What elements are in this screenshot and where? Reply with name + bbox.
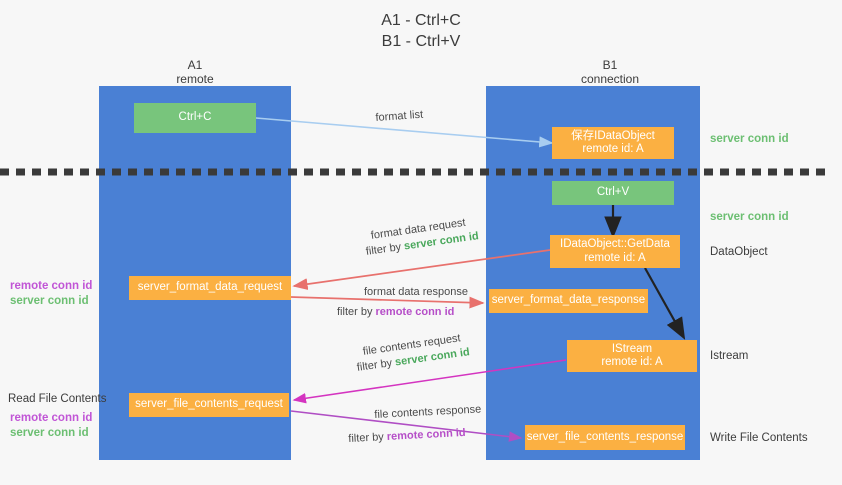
box-server-format-data-response[interactable]: server_format_data_response [489, 289, 648, 313]
filter-value-remote-conn-id: remote conn id [375, 306, 455, 318]
box-save-idataobject-line2: remote id: A [582, 143, 644, 155]
column-b1-sub: connection [580, 72, 640, 86]
label-format-data-response: format data response [364, 286, 468, 298]
box-ctrl-c[interactable]: Ctrl+C [134, 103, 256, 133]
box-server-file-contents-response-label: server_file_contents_response [526, 430, 684, 443]
box-istream[interactable]: IStream remote id: A [567, 340, 697, 372]
page-title: A1 - Ctrl+C B1 - Ctrl+V [0, 10, 842, 52]
label-format-list: format list [375, 108, 424, 124]
box-server-format-data-request[interactable]: server_format_data_request [129, 276, 291, 300]
right-label-dataobject: DataObject [710, 246, 768, 258]
box-save-idataobject[interactable]: 保存IDataObject remote id: A [552, 127, 674, 159]
box-ctrl-v[interactable]: Ctrl+V [552, 181, 674, 205]
filter-prefix: filter by [348, 430, 388, 445]
label-format-data-response-filter: filter by remote conn id [337, 305, 454, 319]
label-file-contents-response-filter: filter by remote conn id [348, 426, 466, 446]
box-getdata-line2: remote id: A [584, 251, 646, 264]
left-label-remote-conn-id-1: remote conn id [10, 280, 93, 292]
right-label-istream: Istream [710, 350, 749, 362]
filter-prefix: filter by [356, 356, 396, 374]
box-server-format-data-response-label: server_format_data_response [491, 294, 646, 307]
box-server-file-contents-request[interactable]: server_file_contents_request [129, 393, 289, 417]
box-istream-line1: IStream [611, 342, 653, 355]
filter-prefix: filter by [337, 306, 376, 318]
right-label-server-conn-id-top: server conn id [710, 133, 789, 145]
left-label-server-conn-id-2: server conn id [10, 427, 89, 439]
box-ctrl-v-label: Ctrl+V [596, 186, 630, 199]
box-istream-line2: remote id: A [601, 356, 663, 368]
column-a1-name: A1 [187, 58, 203, 72]
title-line-1: A1 - Ctrl+C [381, 12, 461, 29]
right-label-server-conn-id-mid: server conn id [710, 211, 789, 223]
box-server-file-contents-request-label: server_file_contents_request [135, 398, 283, 411]
box-save-idataobject-line1: 保存IDataObject [571, 129, 655, 142]
column-b1-name: B1 [602, 58, 618, 72]
filter-prefix: filter by [365, 240, 405, 258]
label-file-contents-response: file contents response [374, 403, 482, 421]
title-line-2: B1 - Ctrl+V [381, 33, 461, 50]
box-ctrl-c-label: Ctrl+C [178, 111, 212, 124]
box-idataobject-getdata[interactable]: IDataObject::GetData remote id: A [550, 235, 680, 268]
column-header-a1: A1 remote [115, 58, 275, 86]
box-server-file-contents-response[interactable]: server_file_contents_response [525, 425, 685, 450]
filter-value-remote-conn-id: remote conn id [386, 426, 466, 443]
left-label-remote-conn-id-2: remote conn id [10, 412, 93, 424]
column-header-b1: B1 connection [530, 58, 690, 86]
box-getdata-line1: IDataObject::GetData [560, 238, 670, 250]
right-label-write-file-contents: Write File Contents [710, 432, 808, 444]
left-label-server-conn-id-1: server conn id [10, 295, 89, 307]
left-label-read-file-contents: Read File Contents [8, 393, 107, 405]
box-server-format-data-request-label: server_format_data_request [137, 281, 283, 294]
column-a1-sub: remote [176, 72, 214, 86]
